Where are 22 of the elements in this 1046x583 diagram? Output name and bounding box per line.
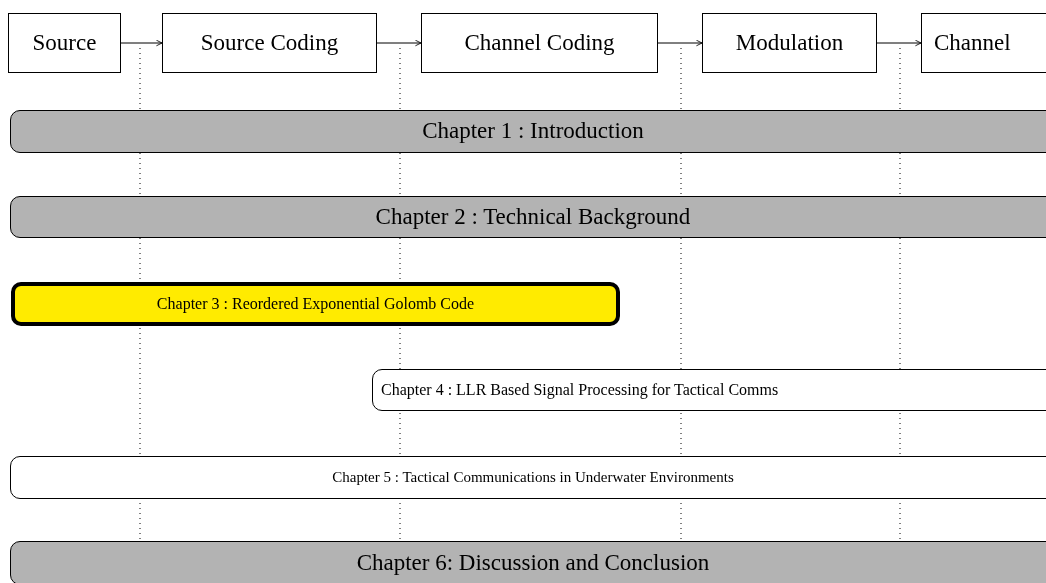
chapter-band [10, 196, 1046, 238]
process-box [421, 13, 658, 73]
node-label: Chapter 2 : Technical Background [375, 202, 691, 231]
node-label: Chapter 6: Discussion and Conclusion [356, 548, 710, 577]
chapter-band [10, 110, 1046, 153]
process-box [702, 13, 877, 73]
chapter-band [10, 456, 1046, 499]
node-label: Channel [934, 28, 1011, 57]
node-label: Channel Coding [464, 28, 615, 57]
process-box [921, 13, 1046, 73]
node-label: Chapter 3 : Reordered Exponential Golomb Code [156, 294, 475, 315]
process-box [162, 13, 377, 73]
node-label: Chapter 4 : LLR Based Signal Processing for Tactical Comms [381, 380, 779, 401]
node-label: Modulation [735, 28, 844, 57]
node-label: Chapter 5 : Tactical Communications in Underwater Environments [332, 468, 734, 488]
process-box [8, 13, 121, 73]
node-label: Source Coding [200, 28, 339, 57]
chapter-band [11, 282, 620, 326]
chapter-band [372, 369, 1046, 411]
node-label: Source [32, 28, 97, 57]
node-label: Chapter 1 : Introduction [422, 117, 644, 146]
chapter-band [10, 541, 1046, 583]
